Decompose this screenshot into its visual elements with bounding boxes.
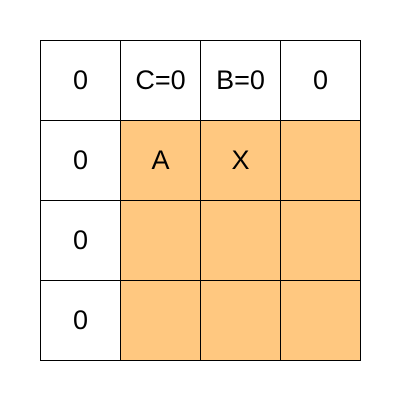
cell-r3-c0: 0	[41, 281, 121, 361]
cell-r1-c3	[281, 121, 361, 201]
cell-r0-c3: 0	[281, 41, 361, 121]
cell-r3-c3	[281, 281, 361, 361]
cell-r3-c1	[121, 281, 201, 361]
cell-r1-c1: A	[121, 121, 201, 201]
cell-r2-c0: 0	[41, 201, 121, 281]
cell-r1-c0: 0	[41, 121, 121, 201]
cell-r0-c2: B=0	[201, 41, 281, 121]
cell-r0-c0: 0	[41, 41, 121, 121]
grid-diagram: 0 C=0 B=0 0 0 A X 0 0	[40, 40, 361, 361]
cell-r2-c2	[201, 201, 281, 281]
cell-r3-c2	[201, 281, 281, 361]
cell-r2-c1	[121, 201, 201, 281]
cell-r1-c2: X	[201, 121, 281, 201]
cell-r0-c1: C=0	[121, 41, 201, 121]
cell-r2-c3	[281, 201, 361, 281]
